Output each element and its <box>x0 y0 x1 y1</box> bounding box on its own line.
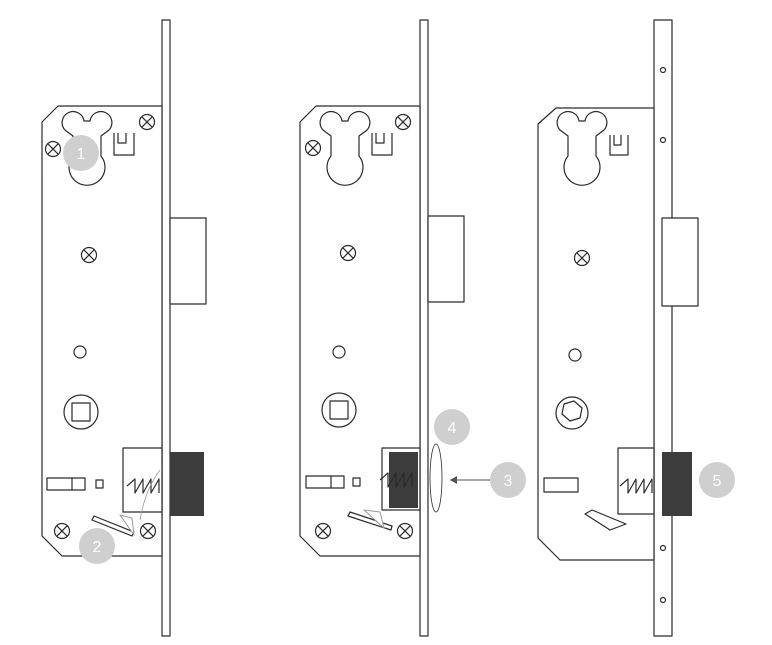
small-hole <box>568 348 582 362</box>
screw-icon <box>396 522 414 540</box>
callout-2: 2 <box>79 528 115 564</box>
screw-icon <box>573 249 591 267</box>
callout-label: 3 <box>504 473 513 490</box>
rotation-arc <box>429 443 443 513</box>
bracket <box>113 133 135 156</box>
faceplate <box>653 19 673 637</box>
callout-label: 1 <box>77 146 86 163</box>
callout-5: 5 <box>699 462 735 498</box>
callout-3: 3 <box>490 462 526 498</box>
callout-1: 1 <box>63 135 99 171</box>
small-hole <box>73 345 87 359</box>
callout-label: 5 <box>713 473 722 490</box>
screw-icon <box>80 246 98 264</box>
screw-icon <box>314 522 332 540</box>
lock-body <box>299 105 421 557</box>
screw-icon <box>53 522 71 540</box>
latch-bolt <box>170 452 204 516</box>
lock-panel-1 <box>41 19 207 637</box>
screw-icon <box>339 244 357 262</box>
callout-label: 4 <box>448 420 457 437</box>
screw-icon <box>138 113 156 131</box>
callout-4: 4 <box>434 409 470 445</box>
lock-body <box>537 107 655 561</box>
lock-panel-2 <box>299 19 492 637</box>
screw-icon <box>44 140 62 158</box>
faceplate <box>419 19 429 637</box>
arrow-head-icon <box>450 476 457 484</box>
screw-icon <box>394 113 412 131</box>
latch-bolt <box>662 452 692 516</box>
screw-icon <box>139 522 157 540</box>
deadbolt <box>169 217 207 305</box>
faceplate <box>161 19 171 637</box>
screw-icon <box>304 139 322 157</box>
lock-body <box>41 105 163 557</box>
small-hole <box>332 345 346 359</box>
cylinder-cutout <box>556 110 608 186</box>
callout-label: 2 <box>93 539 102 556</box>
deadbolt <box>427 215 465 303</box>
cylinder-cutout <box>319 110 371 186</box>
deadbolt <box>661 217 699 307</box>
lock-panel-3 <box>537 19 699 637</box>
